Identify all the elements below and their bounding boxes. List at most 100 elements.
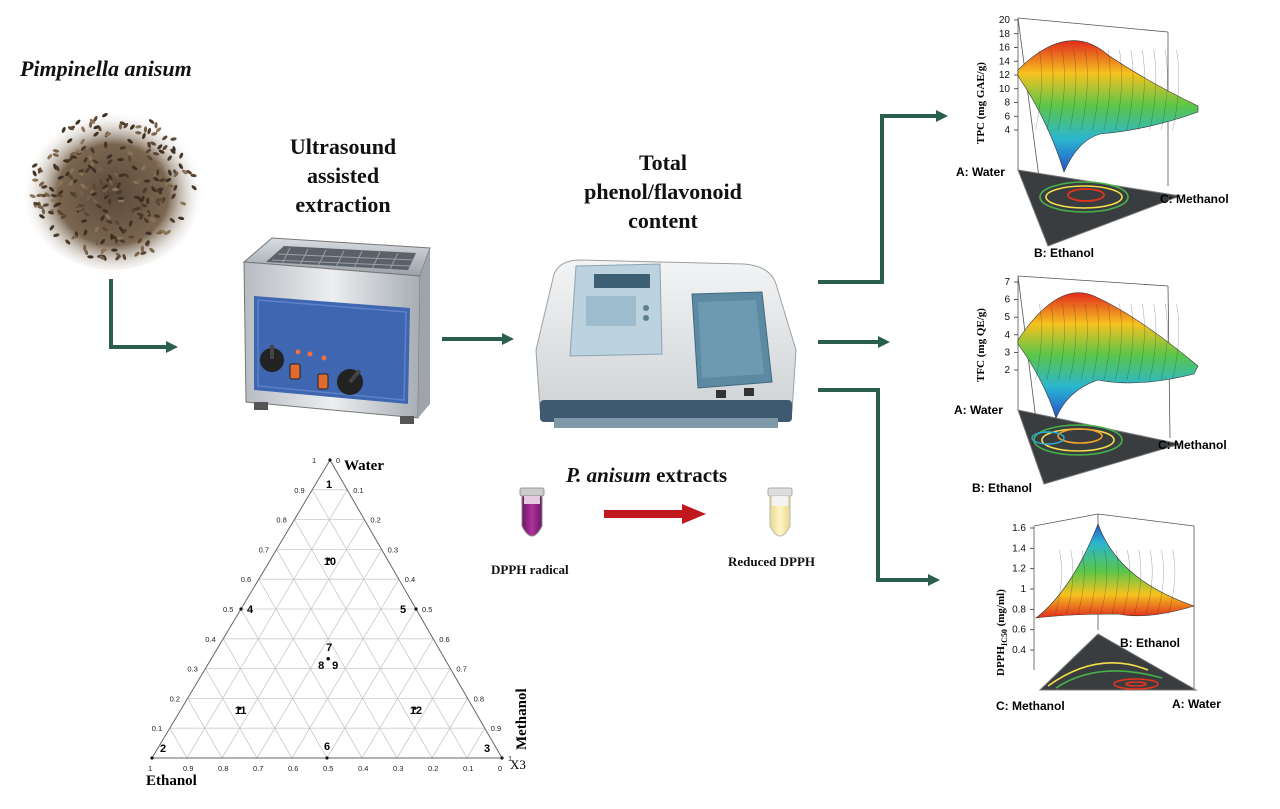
mesh-line — [1069, 303, 1077, 381]
seed — [69, 151, 76, 156]
content-line-2: phenol/flavonoid — [584, 179, 742, 204]
dpph-radical-label: DPPH radical — [491, 562, 569, 577]
ternary-tick-bottom: 0.8 — [218, 764, 228, 773]
seed — [114, 219, 120, 226]
seed — [170, 137, 177, 141]
seed — [98, 179, 104, 186]
mesh-line — [1046, 303, 1054, 381]
ternary-grid-line — [187, 698, 223, 759]
seed — [145, 148, 152, 154]
seed — [94, 226, 100, 233]
seed — [133, 195, 141, 199]
seed — [84, 185, 90, 191]
mesh-line — [1134, 549, 1142, 615]
output-arrows — [818, 110, 948, 586]
ternary-point — [414, 607, 418, 611]
seed — [134, 251, 140, 257]
seed — [88, 154, 92, 161]
mesh-line — [1172, 303, 1179, 381]
ternary-tick-bottom: 0.9 — [183, 764, 193, 773]
ternary-point-label: 1 — [326, 479, 332, 491]
ternary-tick-right: 0.1 — [353, 486, 363, 495]
seed — [140, 245, 145, 253]
ternary-point — [500, 756, 504, 760]
seed — [121, 228, 127, 234]
ternary-x3-label: X3 — [510, 757, 526, 772]
seed — [92, 183, 96, 190]
mesh-line — [1077, 549, 1085, 615]
content-line-1: Total — [638, 150, 688, 175]
seed — [153, 177, 160, 182]
seed — [95, 239, 99, 246]
mesh-line — [1145, 549, 1153, 615]
ternary-point — [326, 657, 330, 661]
ternary-tick-right: 0.9 — [491, 724, 501, 733]
seed — [155, 127, 162, 133]
seed — [169, 218, 176, 223]
seed — [37, 205, 44, 209]
ternary-point-label: 4 — [247, 604, 254, 616]
seed — [100, 215, 105, 221]
dpph-surface — [1034, 523, 1195, 619]
ternary-grid-line — [256, 549, 382, 759]
seed — [81, 126, 86, 133]
seed — [117, 158, 124, 162]
ternary-point — [238, 706, 242, 710]
seed — [70, 186, 74, 193]
ternary-point-label: 9 — [332, 660, 338, 672]
ternary-water-label: Water — [344, 458, 384, 474]
ternary-grid-line — [222, 638, 293, 759]
seed — [49, 224, 55, 231]
ternary-point — [325, 756, 329, 760]
ternary-tick-right: 0.8 — [474, 694, 484, 703]
ternary-point — [239, 607, 243, 611]
dpph-radical-tube-icon — [519, 487, 545, 537]
seed — [86, 195, 91, 202]
mesh-line — [1100, 549, 1108, 615]
seed — [131, 165, 138, 171]
mesh-line — [1092, 303, 1099, 381]
seed — [129, 124, 135, 130]
tfc-axis-b: B: Ethanol — [972, 481, 1032, 495]
seed — [118, 239, 126, 243]
seed — [103, 194, 109, 200]
extracts-word: extracts — [650, 463, 728, 487]
ternary-grid-line — [311, 489, 468, 759]
seed — [56, 193, 63, 198]
arrow-to-tpc — [818, 114, 936, 284]
ternary-point-label: 10 — [324, 556, 336, 568]
seed — [88, 121, 93, 128]
seed — [29, 194, 36, 198]
seed — [113, 172, 119, 178]
plot-tick-label: 20 — [999, 15, 1011, 26]
seed — [105, 132, 112, 137]
mesh-line — [1149, 303, 1157, 381]
seed — [142, 132, 146, 140]
tfc-ylabel: TFC (mg QE/g) — [975, 308, 987, 382]
plot-tick-label: 2 — [1004, 365, 1010, 376]
seed — [165, 230, 171, 235]
seed — [53, 233, 60, 237]
seed — [154, 122, 158, 129]
spectrophotometer-icon — [535, 259, 797, 428]
seed — [57, 187, 64, 191]
seed — [143, 217, 149, 224]
mesh-line — [1168, 549, 1176, 615]
seed — [102, 112, 108, 118]
seed — [36, 193, 43, 198]
anise-seeds-image — [21, 102, 205, 270]
seed — [32, 170, 37, 177]
seed — [118, 123, 123, 130]
mesh-line — [1080, 49, 1088, 131]
seed — [47, 210, 55, 215]
content-line-3: content — [628, 208, 698, 233]
seed — [93, 125, 100, 130]
seed — [77, 203, 85, 208]
seed — [128, 220, 133, 227]
seed — [78, 169, 85, 173]
seed — [99, 255, 105, 260]
seed — [83, 229, 88, 236]
mesh-line — [1157, 549, 1164, 615]
mesh-line — [1115, 303, 1122, 381]
ternary-methanol-label: Methanol — [514, 688, 530, 750]
